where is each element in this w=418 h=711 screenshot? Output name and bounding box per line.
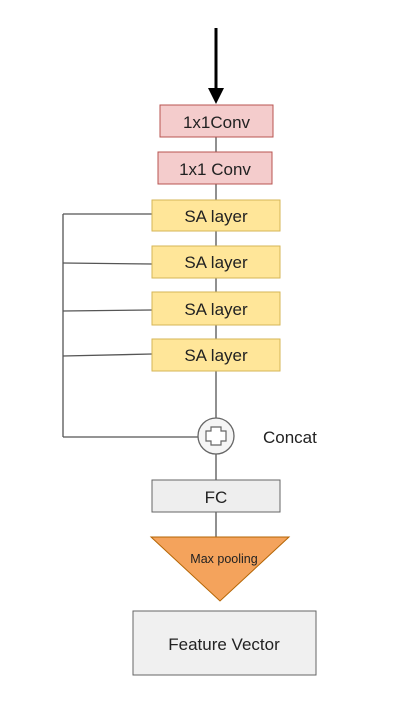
conv2-block: 1x1 Conv [157,151,273,185]
max-pooling-block: Max pooling [149,536,291,602]
fc-label: FC [205,488,228,507]
sa-layer-1-box [151,199,281,232]
concat-node [197,417,235,455]
sa-layer-3: SA layer [151,291,281,326]
skip-branch-sa2 [62,262,153,265]
sa-layer-2: SA layer [151,245,281,279]
fc-box [151,479,281,513]
sa-layer-1-label: SA layer [184,207,248,226]
sa-layer-2-label: SA layer [184,253,248,272]
concat-label: Concat [263,428,317,447]
sa-layer-2-box [151,245,281,279]
fc-block: FC [151,479,281,513]
conv1-block: 1x1Conv [159,104,274,138]
input-arrowhead [208,88,224,104]
max-pooling-triangle [149,536,291,602]
sa-layer-4-label: SA layer [184,346,248,365]
sa-layer-1: SA layer [151,199,281,232]
conv1-label: 1x1Conv [183,113,251,132]
plus-icon [205,426,227,446]
conv2-box [157,151,273,185]
sa-layer-4: SA layer [151,338,281,372]
skip-branch-sa4 [62,353,153,357]
feature-vector-label: Feature Vector [168,635,280,654]
skip-branch-sa3 [62,309,153,312]
sa-layer-3-label: SA layer [184,300,248,319]
conv1-box [159,104,274,138]
feature-vector-box [132,610,317,676]
max-pooling-label: Max pooling [190,552,257,566]
feature-vector-block: Feature Vector [132,610,317,676]
sa-layer-4-box [151,338,281,372]
sa-layer-3-box [151,291,281,326]
conv2-label: 1x1 Conv [179,160,251,179]
